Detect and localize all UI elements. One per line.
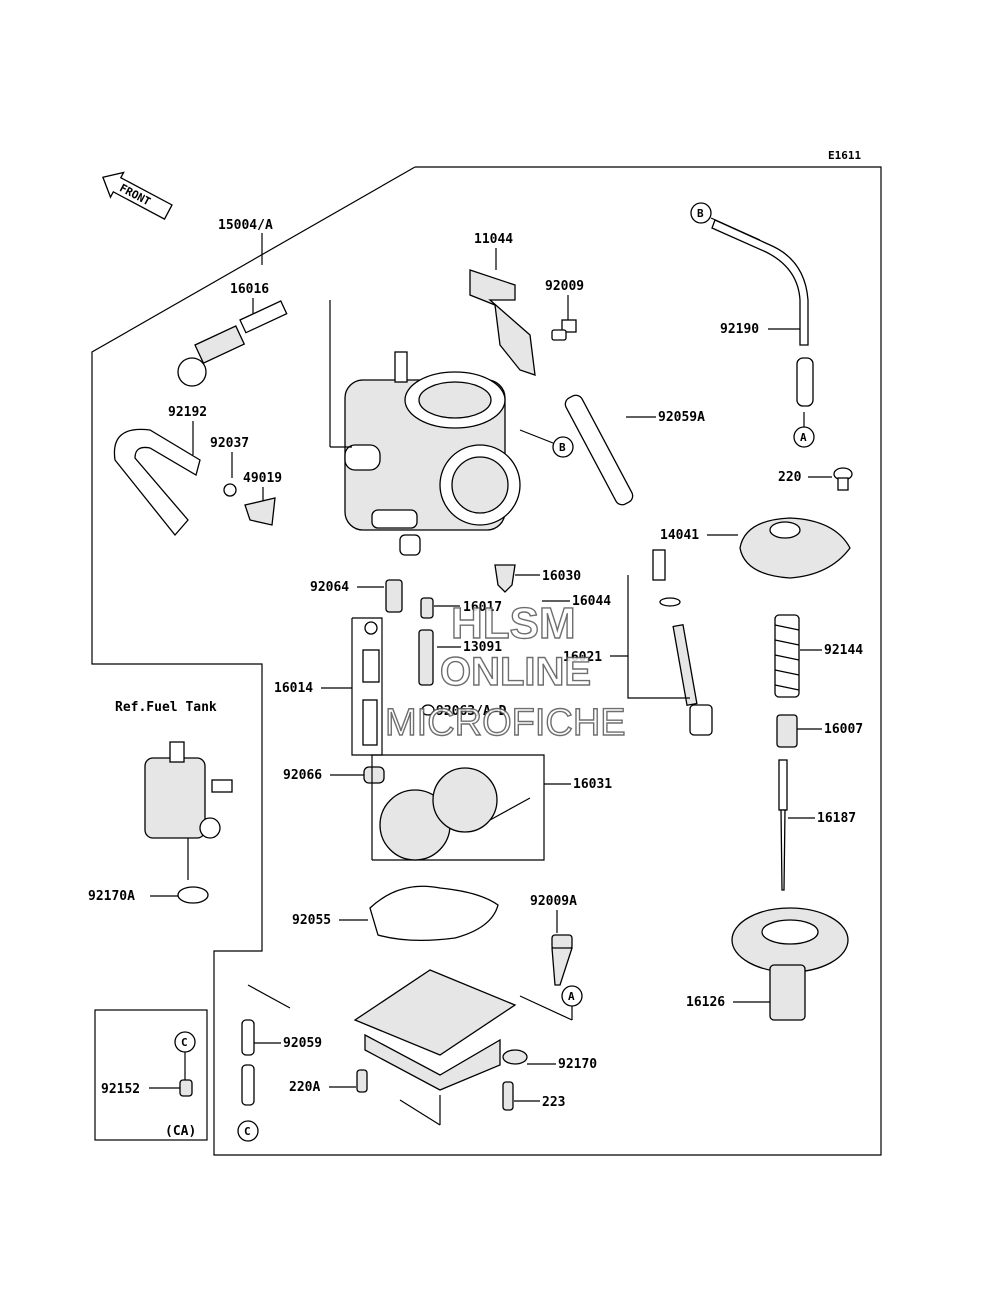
part-92009A: 92009A bbox=[530, 894, 577, 909]
callout-c-top: C bbox=[174, 1031, 196, 1053]
clamp-92170 bbox=[502, 1049, 528, 1065]
part-14041: 14041 bbox=[660, 528, 699, 543]
part-92037: 92037 bbox=[210, 436, 249, 451]
choke-plunger-16016 bbox=[177, 300, 288, 387]
part-92055: 92055 bbox=[292, 913, 331, 928]
clip-92037 bbox=[223, 483, 237, 497]
clamp-92170A bbox=[177, 886, 209, 904]
callout-a-top: A bbox=[793, 426, 815, 448]
diagram-code: E1611 bbox=[828, 149, 861, 162]
part-220: 220 bbox=[778, 470, 802, 485]
part-16126: 16126 bbox=[686, 995, 725, 1010]
svg-text:C: C bbox=[244, 1125, 251, 1138]
hose-92190-lower bbox=[796, 357, 814, 407]
float-valve-16030 bbox=[494, 564, 516, 593]
part-92009: 92009 bbox=[545, 279, 584, 294]
fitting-92152 bbox=[179, 1079, 193, 1097]
part-16017: 16017 bbox=[463, 600, 502, 615]
svg-text:A: A bbox=[800, 431, 807, 444]
svg-text:C: C bbox=[181, 1036, 188, 1049]
callout-c-bottom: C bbox=[237, 1120, 259, 1142]
diaphragm-16126 bbox=[731, 907, 849, 1021]
plug-92066 bbox=[363, 766, 385, 784]
needle-jet-16021 bbox=[652, 549, 713, 736]
part-16016: 16016 bbox=[230, 282, 269, 297]
callout-b-mid: B bbox=[552, 436, 574, 458]
main-outline bbox=[91, 166, 882, 1156]
callout-a-bottom: A bbox=[561, 985, 583, 1007]
watermark-line1: HLSM bbox=[451, 599, 576, 648]
part-92192: 92192 bbox=[168, 405, 207, 420]
ca-label: (CA) bbox=[165, 1124, 196, 1139]
part-13091: 13091 bbox=[463, 640, 502, 655]
part-92059: 92059 bbox=[283, 1036, 322, 1051]
hose-92059 bbox=[241, 984, 291, 1106]
fuel-cock bbox=[144, 741, 233, 880]
part-16021: 16021 bbox=[563, 650, 602, 665]
part-92066: 92066 bbox=[283, 768, 322, 783]
float-16031 bbox=[371, 754, 545, 861]
part-49019: 49019 bbox=[243, 471, 282, 486]
part-92144: 92144 bbox=[824, 643, 863, 658]
svg-text:A: A bbox=[568, 990, 575, 1003]
carburetor-body bbox=[329, 300, 521, 556]
svg-text:B: B bbox=[697, 207, 704, 220]
screw-220A bbox=[356, 1069, 368, 1093]
needle-16187 bbox=[778, 759, 788, 891]
part-16044: 16044 bbox=[572, 594, 611, 609]
part-92190: 92190 bbox=[720, 322, 759, 337]
jets-16014 bbox=[351, 579, 403, 756]
cover-14041 bbox=[739, 517, 851, 579]
part-223: 223 bbox=[542, 1095, 565, 1110]
gasket-92055 bbox=[369, 885, 499, 942]
part-220A: 220A bbox=[289, 1080, 320, 1095]
part-16030: 16030 bbox=[542, 569, 581, 584]
ref-fuel-tank-label: Ref.Fuel Tank bbox=[115, 700, 217, 715]
ca-box bbox=[94, 1009, 208, 1141]
part-92170: 92170 bbox=[558, 1057, 597, 1072]
screw-92009 bbox=[551, 319, 577, 341]
watermark: HLSM ONLINE MICROFICHE bbox=[384, 598, 626, 744]
jet-16017 bbox=[420, 597, 434, 619]
part-92059A: 92059A bbox=[658, 410, 705, 425]
hose-92190 bbox=[711, 219, 809, 346]
part-11044: 11044 bbox=[474, 232, 513, 247]
screw-92009A bbox=[551, 934, 573, 986]
callout-b-top: B bbox=[690, 202, 712, 224]
hose-92192 bbox=[113, 428, 201, 537]
watermark-line2: ONLINE bbox=[440, 650, 591, 694]
part-92063: 92063/A~D bbox=[436, 704, 507, 719]
part-15004: 15004/A bbox=[218, 218, 273, 233]
part-92170A: 92170A bbox=[88, 889, 135, 904]
screw-223 bbox=[502, 1081, 514, 1111]
plug-92063 bbox=[421, 704, 435, 716]
part-16014: 16014 bbox=[274, 681, 313, 696]
front-arrow-icon: FRONT bbox=[102, 171, 173, 220]
holder-16007 bbox=[776, 714, 798, 748]
svg-text:B: B bbox=[559, 441, 566, 454]
part-92064: 92064 bbox=[310, 580, 349, 595]
filter-49019 bbox=[244, 497, 276, 526]
hose-92059A bbox=[564, 394, 634, 506]
part-16187: 16187 bbox=[817, 811, 856, 826]
screw-220 bbox=[833, 467, 853, 491]
bracket-11044 bbox=[469, 269, 536, 376]
jet-13091 bbox=[418, 629, 434, 686]
spring-92144 bbox=[774, 614, 800, 698]
watermark-line3: MICROFICHE bbox=[385, 702, 626, 744]
part-16031: 16031 bbox=[573, 777, 612, 792]
part-16007: 16007 bbox=[824, 722, 863, 737]
float-chamber bbox=[353, 969, 517, 1126]
part-92152: 92152 bbox=[101, 1082, 140, 1097]
